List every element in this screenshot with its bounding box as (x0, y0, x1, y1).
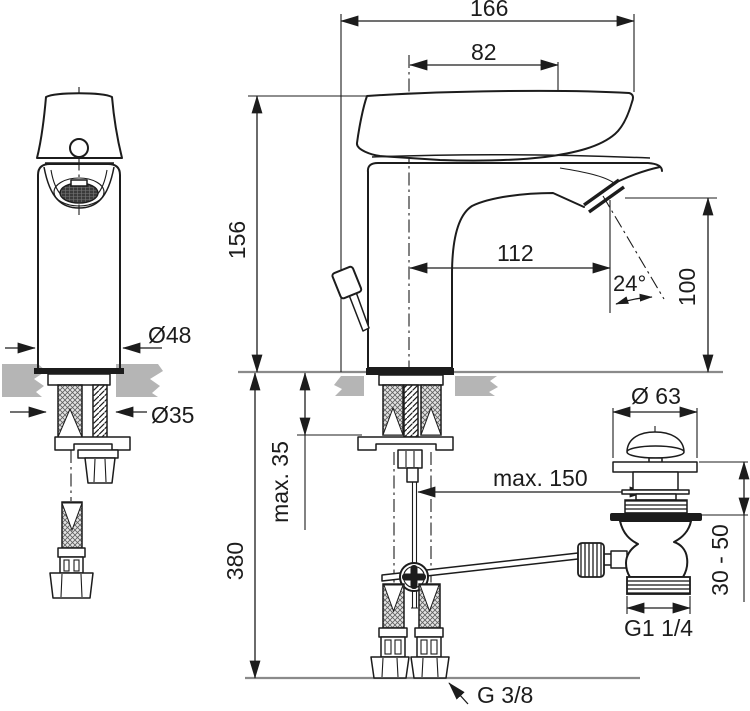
waste-cap-base (626, 445, 685, 459)
hose-chevron (61, 502, 83, 532)
bracket-step (77, 449, 119, 459)
counter-slab (116, 364, 163, 397)
waste-flange (610, 513, 702, 521)
hose-hex-nut (370, 656, 410, 679)
flex-hose-left (370, 583, 410, 679)
hose-hex-nut (49, 572, 94, 599)
aerator-notch (70, 179, 88, 187)
coupler-slot (73, 559, 80, 572)
coupler-slot (394, 639, 402, 655)
fixing-nut (84, 457, 116, 484)
hose-collar (414, 627, 444, 638)
waste-top-flange (612, 461, 698, 473)
hose-chevron (382, 406, 404, 436)
mounting-bracket (357, 436, 454, 451)
hose-collar (378, 627, 408, 638)
nut-facets (93, 458, 107, 483)
threaded-stud (92, 384, 108, 442)
handle-side (356, 89, 634, 162)
dim-label-body-height: 156 (224, 221, 250, 259)
coupler-slot (430, 639, 438, 655)
mounting-flange (47, 373, 111, 386)
waste-neck-lower (635, 493, 677, 501)
front-view: Ø48 Ø35 (5, 87, 194, 599)
waste-body (619, 520, 692, 578)
waste-thread-upper (624, 499, 688, 514)
rod-clevis (397, 449, 423, 469)
handle-indicator-dot (69, 138, 89, 158)
hose-chevron (419, 584, 440, 613)
nut-facets (381, 657, 399, 678)
dim-label-mounting-hole: Ø35 (151, 402, 194, 428)
spray-axis-line (602, 195, 665, 300)
dome-band (366, 162, 663, 173)
counter-slab (455, 376, 498, 396)
hose-collar (57, 547, 86, 558)
pop-up-waste-assembly: Ø 63 G1 1/4 30 - 50 (577, 383, 750, 641)
waste-neck (632, 471, 679, 491)
threaded-stud (403, 384, 419, 438)
mounting-flange (378, 374, 444, 386)
rod-socket (406, 467, 419, 483)
dim-label-basin-range: 30 - 50 (707, 524, 733, 596)
counter-slab (334, 376, 364, 396)
dim-label-hose-drop: 380 (222, 542, 248, 580)
side-view: 166 82 156 112 24° 100 (222, 0, 717, 708)
waste-tailpiece-thread (626, 576, 691, 595)
inlet-ring (610, 550, 628, 569)
hose-chevron (420, 406, 442, 436)
coupler-slot (63, 559, 70, 572)
dim-label-waste-thread: G1 1/4 (624, 615, 693, 641)
handle-skirt-line (371, 153, 651, 159)
spout-contour (559, 167, 615, 184)
dim-label-rod-reach: max. 150 (493, 465, 588, 491)
aerator-face-outer (583, 178, 620, 207)
aerator-face-inner (588, 185, 625, 214)
pull-rod (411, 482, 418, 609)
aerator-ring (53, 177, 105, 207)
countertop (2, 364, 723, 680)
base-plate (366, 368, 454, 375)
dim-label-outlet-height: 100 (674, 268, 700, 306)
joint-screw-cross (402, 573, 426, 581)
mounting-bracket (54, 436, 131, 451)
knurled-connector (577, 542, 605, 578)
dim-label-spray-angle: 24° (613, 271, 646, 296)
hose-chevron (383, 584, 404, 613)
dim-label-overall-depth: 166 (470, 0, 508, 21)
base-plate (34, 368, 124, 374)
flex-hose-detached (49, 501, 94, 599)
body-front (37, 163, 121, 369)
dim-label-spout-reach: 112 (497, 240, 534, 266)
pull-rod-stem (348, 291, 370, 332)
flex-hose-right (410, 583, 450, 679)
spout-arch-outer (43, 166, 115, 209)
handle-front (36, 92, 123, 159)
dim-label-base-diameter: Ø48 (148, 322, 191, 348)
dim-label-deck-thickness: max. 35 (267, 441, 293, 523)
coupler-slot (420, 639, 428, 655)
angle-arc-arrow (615, 293, 653, 305)
body-spout-outline (367, 171, 585, 369)
dim-label-hose-thread: G 3/8 (477, 682, 533, 708)
dim-label-handle-reach: 82 (471, 39, 497, 65)
hose-hex-nut (410, 656, 450, 679)
nut-facets (60, 573, 83, 598)
coupler-slot (384, 639, 392, 655)
clevis-lines (405, 451, 415, 467)
spout-top (618, 166, 661, 182)
dim-label-waste-cap: Ø 63 (631, 383, 681, 409)
nut-facets (421, 657, 439, 678)
leader-arrow (448, 682, 469, 705)
pull-rod-knob (331, 265, 363, 300)
